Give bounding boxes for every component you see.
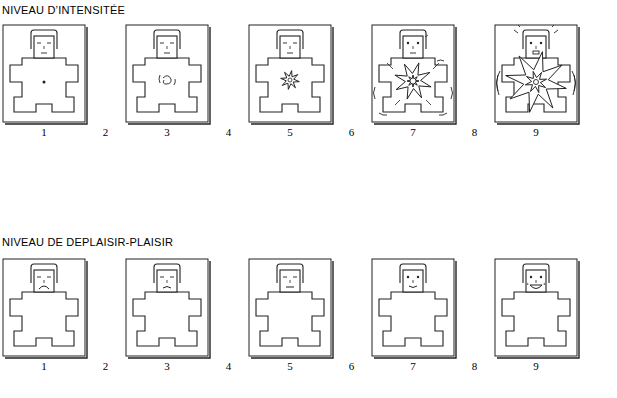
scale-number: 7 xyxy=(410,360,416,373)
scale-number: 1 xyxy=(41,126,47,139)
scale-number: 9 xyxy=(533,126,539,139)
manikin-panel xyxy=(495,259,579,358)
manikin-panel xyxy=(495,25,579,124)
manikin-panel xyxy=(249,25,333,124)
scale-number: 6 xyxy=(349,360,355,373)
scale-number: 5 xyxy=(287,360,293,373)
manikin-panel xyxy=(372,25,456,124)
manikin-panel xyxy=(3,259,87,358)
scale-number: 3 xyxy=(164,360,170,373)
scale-number: 4 xyxy=(226,360,232,373)
manikin-panel xyxy=(3,25,87,124)
scale-number: 2 xyxy=(103,360,109,373)
scale-number: 9 xyxy=(533,360,539,373)
manikin-panel xyxy=(249,259,333,358)
scale-number: 3 xyxy=(164,126,170,139)
section-heading: NIVEAU DE DEPLAISIR-PLAISIR xyxy=(2,236,173,249)
manikin-panel xyxy=(372,259,456,358)
scale-number: 7 xyxy=(410,126,416,139)
scale-number: 6 xyxy=(349,126,355,139)
scale-number: 5 xyxy=(287,126,293,139)
scale-number: 8 xyxy=(472,126,478,139)
manikin-panel xyxy=(126,25,210,124)
manikin-panel xyxy=(126,259,210,358)
scale-number: 4 xyxy=(226,126,232,139)
section-heading: NIVEAU D’INTENSITÉE xyxy=(2,4,125,17)
scale-number: 1 xyxy=(41,360,47,373)
scale-number: 8 xyxy=(472,360,478,373)
scale-number: 2 xyxy=(103,126,109,139)
